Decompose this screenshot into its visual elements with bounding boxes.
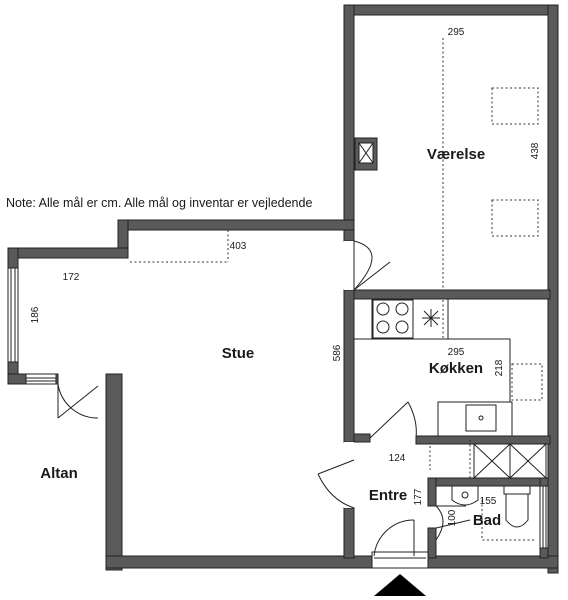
dim-vaerelse-width: 295 bbox=[448, 27, 465, 38]
dimension-lines bbox=[130, 38, 543, 478]
doors bbox=[57, 240, 471, 569]
dim-stue-window: 186 bbox=[30, 306, 41, 323]
dim-entre-depth: 177 bbox=[413, 488, 424, 505]
dim-stue-depth: 586 bbox=[332, 344, 343, 361]
room-label-vaerelse: Værelse bbox=[427, 146, 485, 163]
outer-walls bbox=[7, 4, 559, 574]
dim-vaerelse-depth: 438 bbox=[530, 142, 541, 159]
room-label-kokken: Køkken bbox=[429, 360, 483, 377]
ventilation-shaft-icon bbox=[354, 137, 378, 171]
stue-window bbox=[7, 267, 19, 363]
bathroom-window bbox=[539, 485, 549, 549]
room-label-stue: Stue bbox=[222, 345, 255, 362]
dim-kokken-width: 295 bbox=[448, 347, 465, 358]
dim-entre-width: 124 bbox=[389, 453, 406, 464]
room-label-bad: Bad bbox=[473, 512, 501, 529]
dim-kokken-depth: 218 bbox=[494, 359, 505, 376]
dim-stue-inner: 172 bbox=[63, 272, 80, 283]
bathroom-fittings bbox=[451, 485, 536, 541]
dim-bad-depth: 100 bbox=[447, 509, 458, 526]
plan-note: Note: Alle mål er cm. Alle mål og invent… bbox=[6, 196, 312, 210]
kitchen-counter bbox=[354, 298, 513, 437]
room-label-entre: Entre bbox=[369, 487, 407, 504]
room-label-altan: Altan bbox=[40, 465, 78, 482]
interior-walls bbox=[343, 289, 551, 559]
altan-door-window bbox=[25, 373, 57, 385]
dim-stue-width: 403 bbox=[230, 241, 247, 252]
fridge-units bbox=[473, 443, 547, 479]
dim-bad-width: 155 bbox=[480, 496, 497, 507]
entrance-arrow-icon bbox=[374, 574, 426, 596]
